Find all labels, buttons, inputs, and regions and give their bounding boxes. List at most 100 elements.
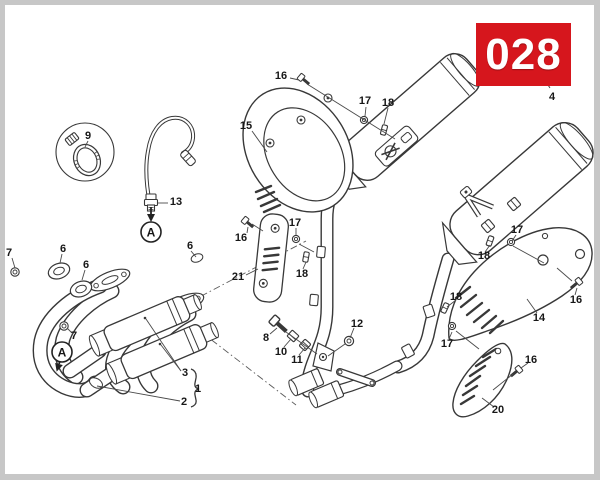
clamp-detail-circle bbox=[55, 122, 115, 182]
heat-shield-large bbox=[448, 227, 593, 341]
part-callout-9: 9 bbox=[85, 130, 91, 142]
part-callout-18: 18 bbox=[382, 97, 394, 109]
gasket-ring bbox=[190, 253, 204, 263]
pipe-clamp bbox=[309, 293, 319, 307]
projection-line bbox=[187, 240, 307, 304]
pipe-clamp bbox=[507, 197, 521, 211]
part-callout-17: 17 bbox=[289, 217, 301, 229]
leader-lines bbox=[11, 77, 578, 408]
heat-shield-oval bbox=[242, 87, 354, 214]
leader-line bbox=[298, 347, 306, 356]
link-pipes bbox=[288, 176, 455, 409]
leader-line bbox=[349, 327, 355, 339]
shield-boss bbox=[265, 93, 333, 148]
leader-line bbox=[448, 331, 453, 340]
leader-line bbox=[481, 397, 495, 408]
view-marker-letter: A bbox=[147, 226, 156, 240]
part-callout-6: 6 bbox=[60, 243, 66, 255]
part-callout-6: 6 bbox=[187, 240, 193, 252]
part-callout-18: 18 bbox=[450, 291, 462, 303]
bolt-icon bbox=[296, 73, 311, 86]
leader-line bbox=[269, 327, 278, 335]
part-callout-18: 18 bbox=[296, 268, 308, 280]
part-callout-17: 17 bbox=[511, 224, 523, 236]
leader-line bbox=[190, 250, 197, 258]
leader-line bbox=[574, 287, 578, 296]
hanger-bracket bbox=[459, 185, 494, 218]
leader-line bbox=[383, 107, 389, 125]
clip-icon bbox=[485, 235, 495, 247]
pipe-clamp bbox=[401, 343, 415, 359]
leader-line bbox=[59, 253, 63, 264]
part-callout-15: 15 bbox=[240, 120, 252, 132]
view-markers: AA bbox=[51, 221, 162, 363]
leader-line bbox=[81, 269, 86, 281]
leader-line bbox=[306, 83, 396, 140]
pipe-clamp bbox=[422, 303, 436, 319]
nut-icon bbox=[343, 335, 355, 347]
leader-line bbox=[298, 243, 315, 253]
pipe-clamp bbox=[316, 245, 326, 259]
part-callout-21: 21 bbox=[232, 271, 244, 283]
leader-line bbox=[283, 338, 292, 348]
mount-bracket bbox=[312, 342, 335, 372]
part-callout-12: 12 bbox=[351, 318, 363, 330]
bolt-icon bbox=[268, 314, 288, 333]
hardware bbox=[240, 73, 584, 378]
link-plate bbox=[336, 368, 376, 387]
part-callout-16: 16 bbox=[570, 294, 582, 306]
part-callout-4: 4 bbox=[549, 91, 556, 103]
page-number-badge: 028 bbox=[476, 23, 571, 86]
part-callout-17: 17 bbox=[359, 95, 371, 107]
view-marker-letter: A bbox=[58, 346, 67, 360]
gasket-ring bbox=[47, 262, 71, 280]
bolt-icon bbox=[240, 216, 255, 229]
leader-line bbox=[492, 373, 514, 391]
part-callout-16: 16 bbox=[235, 232, 247, 244]
part-callout-16: 16 bbox=[525, 354, 537, 366]
leader-line bbox=[302, 261, 307, 270]
part-callout-7: 7 bbox=[6, 247, 12, 259]
leader-line bbox=[526, 298, 538, 314]
nut-icon bbox=[59, 321, 69, 331]
part-callout-11: 11 bbox=[291, 354, 303, 366]
leader-line bbox=[11, 257, 16, 269]
clamp-screw bbox=[64, 132, 80, 146]
part-callout-7: 7 bbox=[71, 330, 77, 342]
leader-line bbox=[484, 244, 491, 253]
clip-icon bbox=[302, 251, 310, 263]
leader-line bbox=[520, 362, 529, 369]
part-callout-1: 1 bbox=[195, 383, 201, 395]
clip-icon bbox=[440, 302, 450, 314]
projection-line bbox=[199, 330, 297, 406]
part-callout-13: 13 bbox=[170, 196, 182, 208]
leader-line bbox=[66, 327, 73, 334]
brace bbox=[190, 368, 200, 408]
pipe-clamp bbox=[481, 219, 495, 233]
leader-line bbox=[160, 344, 182, 372]
leader-line bbox=[245, 268, 259, 276]
part-callout-14: 14 bbox=[533, 312, 546, 324]
bolt-icon bbox=[569, 277, 584, 290]
part-callout-20: 20 bbox=[492, 404, 504, 416]
leader-line bbox=[246, 226, 249, 234]
part-callout-18: 18 bbox=[478, 250, 490, 262]
leader-line bbox=[364, 106, 367, 117]
nut-icon bbox=[10, 267, 20, 277]
part-callout-3: 3 bbox=[182, 367, 188, 379]
washer-icon bbox=[291, 234, 301, 244]
leader-line bbox=[289, 77, 300, 81]
leader-line bbox=[145, 318, 182, 372]
leader-line bbox=[455, 330, 480, 350]
part-callout-17: 17 bbox=[441, 338, 453, 350]
exhaust-flange bbox=[89, 268, 131, 292]
lambda-sensor bbox=[143, 115, 196, 222]
leader-line bbox=[446, 299, 457, 308]
leader-line bbox=[251, 130, 268, 153]
part-callout-10: 10 bbox=[275, 346, 287, 358]
heat-shield-slotted bbox=[253, 213, 289, 303]
leader-line bbox=[556, 267, 573, 282]
